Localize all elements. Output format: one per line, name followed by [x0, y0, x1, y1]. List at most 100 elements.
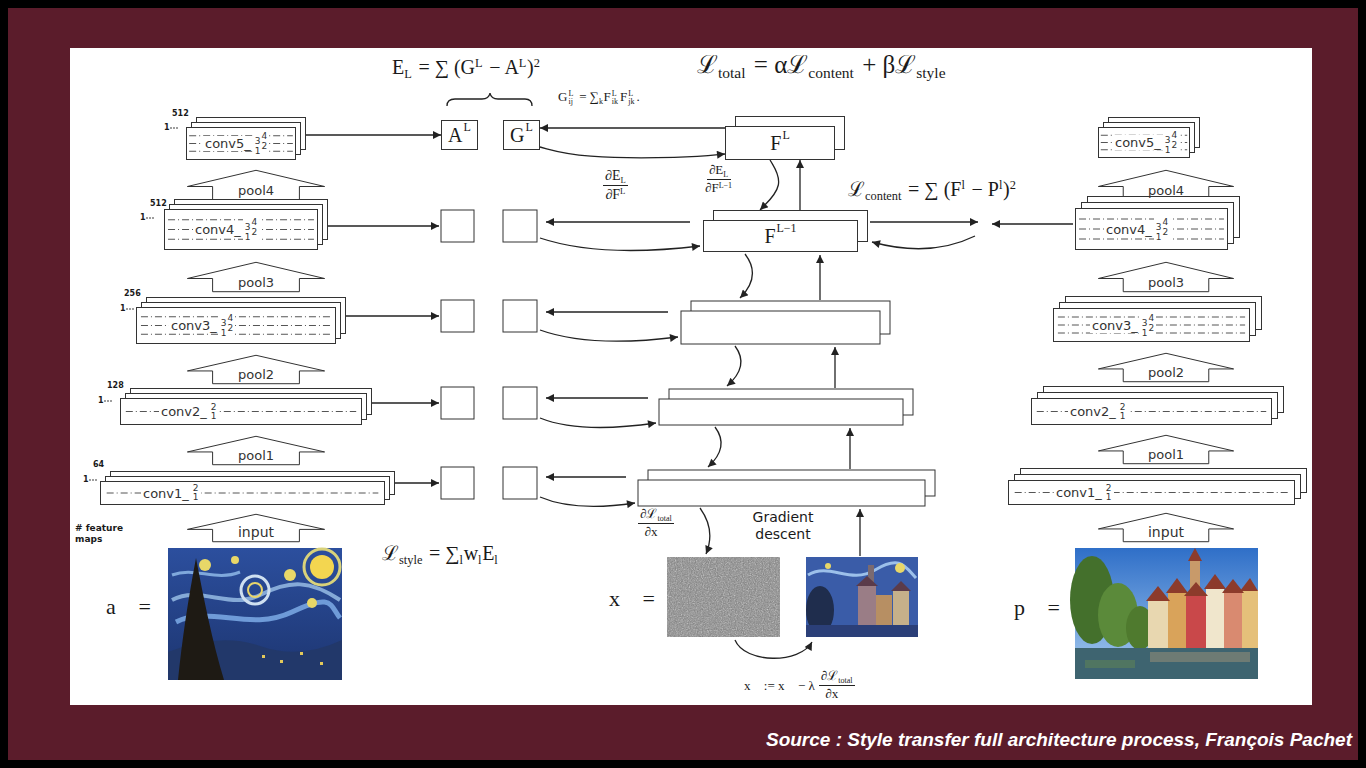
- drawing-part: [667, 557, 780, 637]
- channel-count: 64: [93, 460, 104, 469]
- drawing-part: [173, 127, 175, 129]
- empty-matrix-boxes: [441, 210, 537, 499]
- arrow-shape: [1098, 262, 1233, 291]
- update-fraction: total: [838, 676, 852, 685]
- layer-index: 3: [255, 136, 261, 146]
- gram-formula: F: [620, 89, 627, 104]
- drawing-part: [1148, 600, 1168, 648]
- connector-arrow: [306, 134, 441, 135]
- drawing-part: [307, 598, 317, 608]
- drawing-part: [1186, 595, 1206, 648]
- dash-line: [1079, 239, 1224, 240]
- layer-index: 1: [1120, 412, 1126, 421]
- layer-index: 1: [1106, 493, 1112, 502]
- drawing-part: [149, 217, 151, 219]
- channel-count-group: 512: [150, 199, 167, 209]
- error-formula: L: [519, 56, 527, 70]
- style-loss-formula: l: [494, 553, 497, 567]
- content-loss-formula: l: [999, 178, 1002, 192]
- arrow-line: [346, 315, 439, 316]
- arrow-line: [740, 254, 752, 298]
- gradient-fraction: ∂E: [709, 162, 723, 177]
- text-holder: FL: [770, 132, 789, 155]
- drawing-part: [104, 400, 106, 402]
- pool-arrow: pool3: [186, 262, 326, 292]
- text-holder: input: [238, 524, 274, 540]
- arrow-line: [540, 238, 700, 251]
- arrow-shape: [1098, 435, 1233, 463]
- arrow-line: [1240, 578, 1258, 591]
- layer-index: 1: [221, 328, 227, 338]
- channel-index-group: 1: [140, 213, 146, 223]
- gradient-fraction: ∂x⃗: [645, 524, 668, 539]
- arrow-line: [819, 255, 820, 300]
- drawing-part: [110, 400, 112, 402]
- drawing-part: [858, 585, 876, 625]
- channel-count: 256: [124, 289, 141, 298]
- layer-index: 2: [1106, 484, 1112, 493]
- gradient-fraction-group: ∂EL∂FL: [603, 168, 628, 203]
- numerator: ∂ℒtotal: [819, 669, 855, 686]
- source-caption: Source : Style transfer full architectur…: [766, 729, 1352, 751]
- drawing-part: [441, 467, 474, 499]
- gram-formula: .: [636, 89, 639, 104]
- arrow-line: [546, 221, 690, 222]
- gradient-fraction: L−1: [719, 181, 732, 190]
- arrow-line: [727, 346, 741, 386]
- drawing-part: [126, 308, 128, 310]
- error-formula: E: [392, 56, 404, 78]
- drawing-part: [681, 311, 880, 344]
- drawing-part: [1075, 648, 1258, 679]
- tubingen-photo: [1070, 548, 1258, 679]
- gradient-fraction: ∂ℒ: [640, 506, 657, 521]
- drawing-part: [132, 308, 134, 310]
- arrow-line: [859, 509, 860, 556]
- drawing-part: [262, 655, 265, 658]
- content-loss-formula: 2: [1010, 178, 1016, 192]
- total-loss-formula: ℒ: [697, 51, 718, 78]
- error-formula: = ∑ (G: [418, 56, 475, 78]
- conv-layer-box: conv4_3421: [1075, 208, 1228, 250]
- content-loss-formula: ): [1003, 178, 1010, 200]
- layer-index: 4: [262, 131, 268, 141]
- connector-arrow: [799, 160, 800, 210]
- layer-name: conv1_: [141, 486, 191, 501]
- axis-note: # feature maps: [75, 523, 123, 544]
- drawing-part: [893, 590, 909, 625]
- layer-name: conv3_: [169, 318, 219, 333]
- gram-formula-group: GLij= ∑kFLikFLjk.: [558, 89, 640, 106]
- feature-map-box: FL: [725, 126, 835, 160]
- content-loss-formula: l: [961, 178, 964, 192]
- index-stack: 21: [191, 484, 201, 502]
- text-holder: pool2: [1148, 365, 1184, 380]
- input-arrow: input: [1097, 513, 1235, 542]
- drawing-part: [300, 652, 303, 655]
- text-holder: pool1: [238, 448, 274, 463]
- error-formula: − A: [489, 56, 519, 78]
- arrow-line: [856, 576, 878, 586]
- channel-index: 1: [98, 396, 104, 405]
- update-rule-group: x⃗ := x⃗ − λ: [744, 678, 815, 694]
- drawing-part: [248, 583, 262, 597]
- layer-index: 3: [245, 222, 251, 232]
- connector-arrow: [540, 127, 725, 128]
- layer-name: conv1_: [1054, 485, 1104, 500]
- layer-name: conv3_: [1090, 318, 1140, 333]
- drawing-part: [1206, 588, 1224, 648]
- text-holder: conv2_21: [1068, 403, 1128, 421]
- drawing-part: [92, 479, 94, 481]
- drawing-part: [638, 480, 925, 506]
- image-symbol-group: x⃗ =: [609, 586, 655, 612]
- layer-name: conv5_: [203, 136, 253, 151]
- gradient-fraction-group: ∂ℒtotal∂x⃗: [638, 507, 674, 540]
- index-stack: 3421: [1140, 313, 1156, 338]
- arrow-line: [992, 223, 1073, 224]
- gradient-fraction: ∂E: [605, 168, 620, 183]
- drawing-part: [95, 479, 97, 481]
- numerator: ∂EL: [603, 168, 628, 186]
- arrow-line: [891, 581, 911, 591]
- text-holder: conv5_3421: [203, 131, 269, 156]
- arrow-line: [328, 225, 439, 226]
